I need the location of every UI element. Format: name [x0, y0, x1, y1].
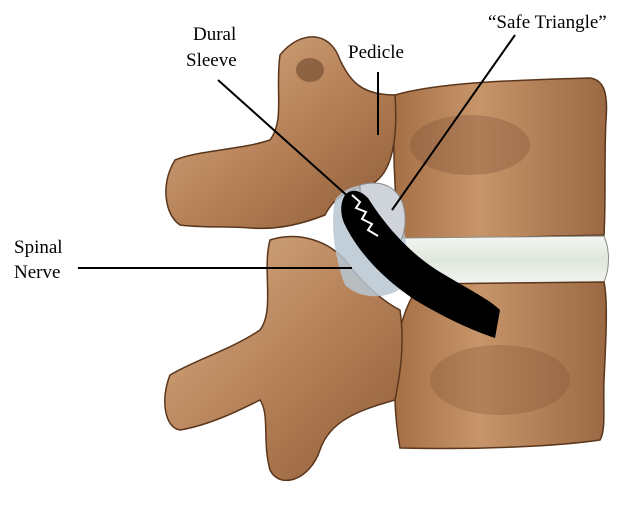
dural-sleeve-label-line1: Dural [193, 24, 236, 46]
bone-shading [296, 58, 324, 82]
dural-sleeve-label-line2: Sleeve [186, 50, 237, 72]
pedicle-label: Pedicle [348, 42, 404, 64]
bone-shading [410, 115, 530, 175]
safe-triangle-label: “Safe Triangle” [488, 12, 607, 34]
spinal-nerve-label-line1: Spinal [14, 237, 63, 259]
bone-shading [430, 345, 570, 415]
spinal-nerve-label-line2: Nerve [14, 262, 60, 284]
